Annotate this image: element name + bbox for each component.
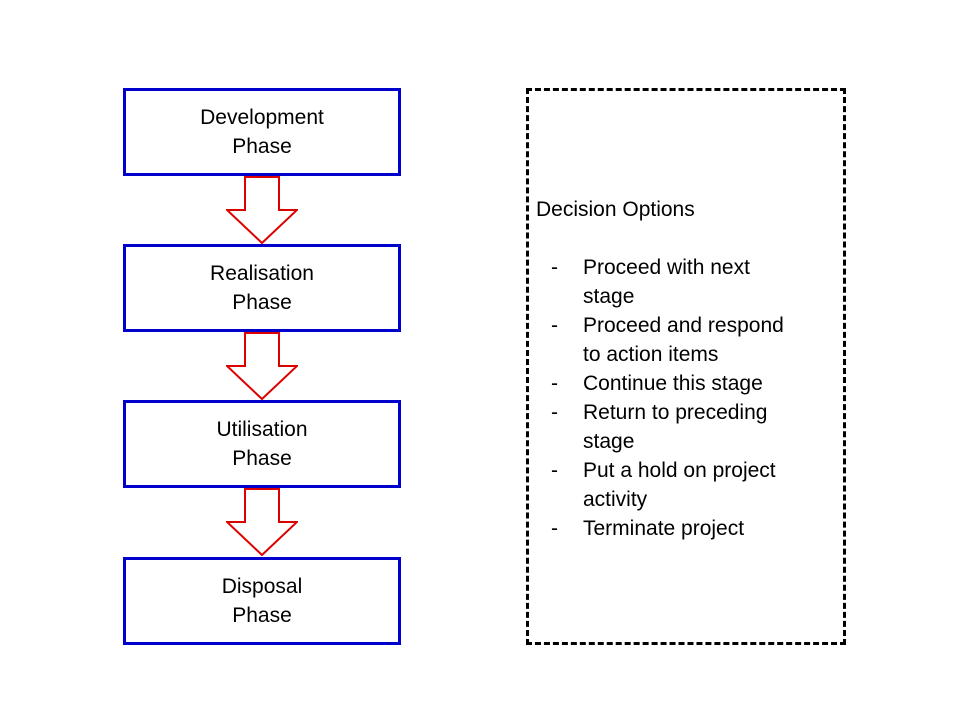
- list-item: - Put a hold on project activity: [548, 456, 838, 514]
- arrow-down-icon: [226, 488, 298, 556]
- decision-option-text: Continue this stage: [583, 372, 763, 395]
- decision-options-list: - Proceed with next stage - Proceed and …: [548, 253, 838, 543]
- arrow-down-icon: [226, 332, 298, 400]
- decision-options-box: [526, 88, 846, 645]
- utilisation-phase-box: Utilisation Phase: [123, 400, 401, 488]
- decision-option-text: Terminate project: [583, 517, 745, 540]
- development-phase-box: Development Phase: [123, 88, 401, 176]
- disposal-phase-box: Disposal Phase: [123, 557, 401, 645]
- list-item: - Return to preceding stage: [548, 398, 838, 456]
- decision-option-text: Return to preceding stage: [583, 401, 768, 453]
- bullet-dash: -: [551, 401, 558, 424]
- list-item: - Terminate project: [548, 514, 838, 543]
- list-item: - Proceed and respond to action items: [548, 311, 838, 369]
- bullet-dash: -: [551, 459, 558, 482]
- list-item: - Continue this stage: [548, 369, 838, 398]
- disposal-phase-label: Disposal Phase: [221, 575, 303, 627]
- utilisation-phase-label: Utilisation Phase: [216, 418, 308, 470]
- arrow-down-icon: [226, 176, 298, 244]
- development-phase-label: Development Phase: [200, 106, 324, 158]
- list-item: - Proceed with next stage: [548, 253, 838, 311]
- decision-option-text: Proceed and respond to action items: [583, 314, 784, 366]
- realisation-phase-box: Realisation Phase: [123, 244, 401, 332]
- decision-option-text: Proceed with next stage: [583, 256, 750, 308]
- bullet-dash: -: [551, 372, 558, 395]
- bullet-dash: -: [551, 314, 558, 337]
- bullet-dash: -: [551, 517, 558, 540]
- bullet-dash: -: [551, 256, 558, 279]
- decision-option-text: Put a hold on project activity: [583, 459, 776, 511]
- decision-options-title: Decision Options: [536, 198, 695, 221]
- realisation-phase-label: Realisation Phase: [210, 262, 314, 314]
